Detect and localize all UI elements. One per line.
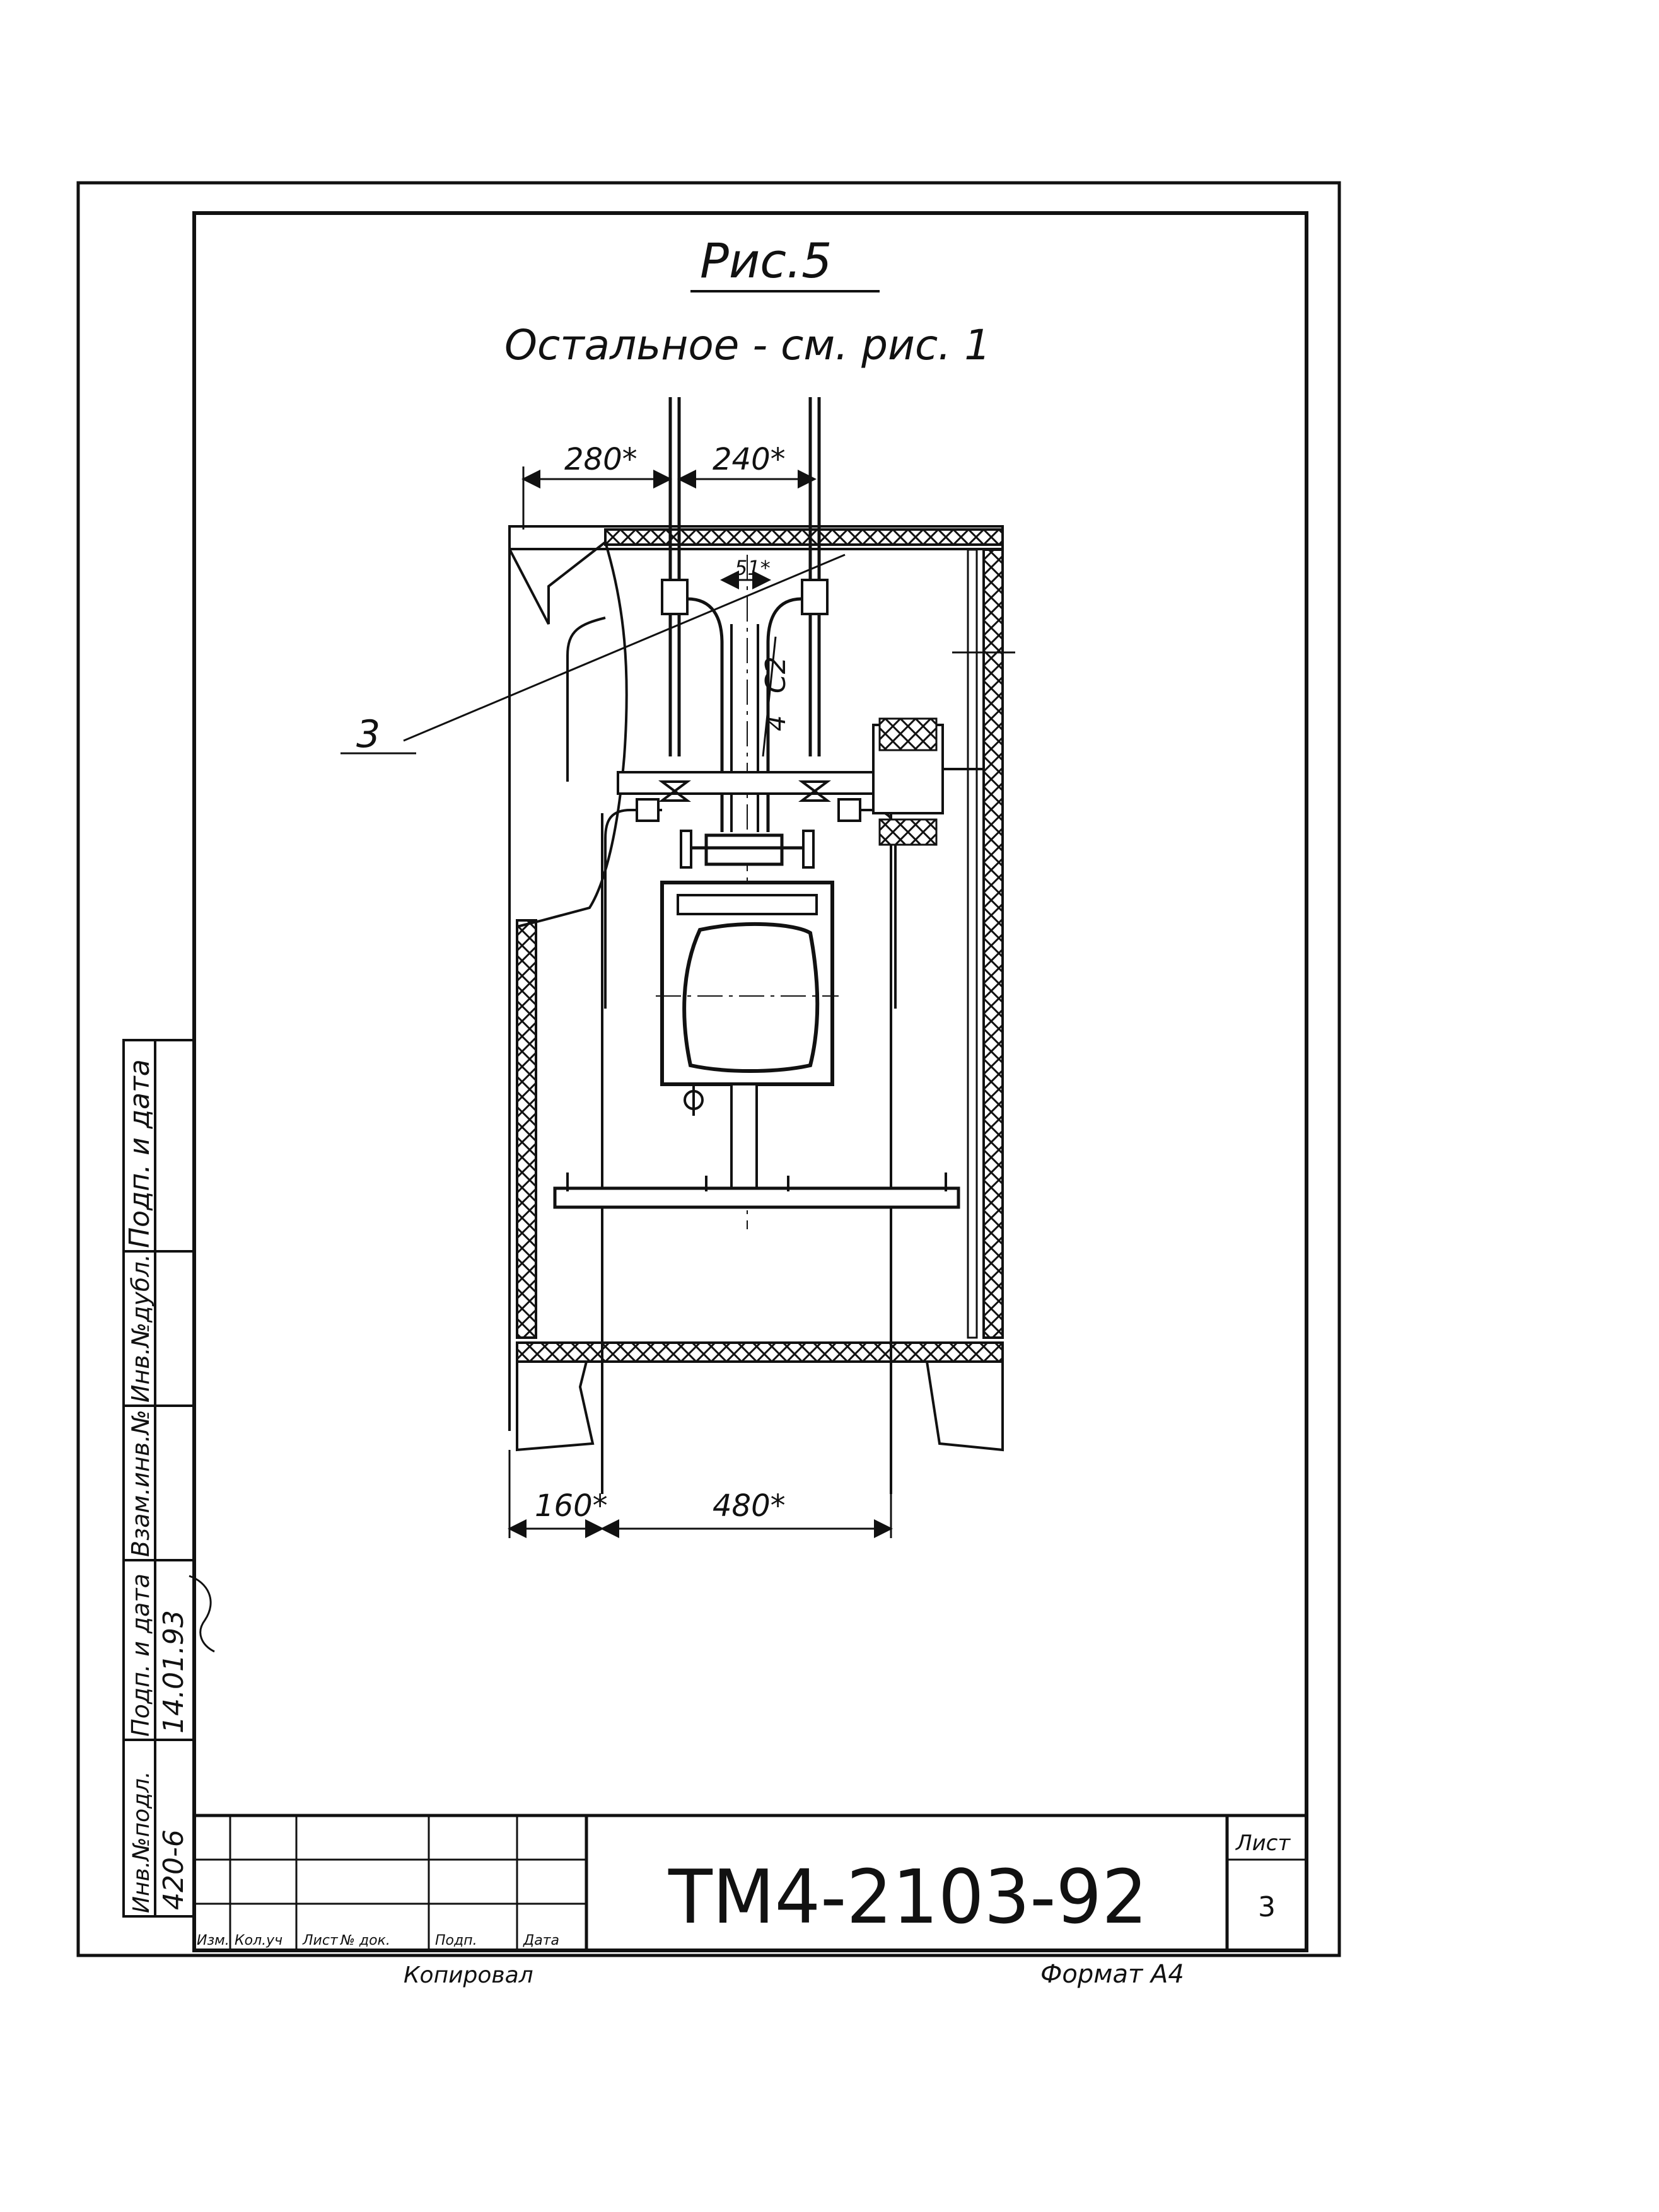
callout-label: 3 xyxy=(356,712,380,756)
copied-label: Копировал xyxy=(404,1962,533,1988)
dim-top-right-text: 240* xyxy=(713,442,786,477)
dim-top-left-text: 280* xyxy=(564,442,637,477)
side-stamp-value-date: 14.01.93 xyxy=(158,1610,190,1734)
cabinet-bottom-panel xyxy=(516,1341,1004,1363)
instrument xyxy=(553,881,960,1209)
flange-block xyxy=(704,833,784,866)
figure-title: Рис.5 xyxy=(700,233,832,289)
title-block-label-change: Изм. xyxy=(197,1933,230,1949)
side-stamp-label-2: Инв.№дубл. xyxy=(127,1254,154,1403)
cabinet-leg-left xyxy=(516,1361,595,1452)
cabinet-right-inner xyxy=(967,548,978,1339)
pipe-bend-left xyxy=(687,597,724,832)
side-stamp: Подп. и дата Инв.№дубл. Взам.инв.№ Подп.… xyxy=(122,1039,215,1918)
format-label: Формат А4 xyxy=(1040,1960,1184,1989)
flange-left xyxy=(680,830,692,869)
side-stamp-label-3: Взам.инв.№ xyxy=(127,1410,154,1557)
document-code: ТМ4-2103-92 xyxy=(668,1853,1148,1940)
support-beam xyxy=(553,1186,960,1209)
title-block-label-count: Кол.уч xyxy=(235,1933,282,1949)
flange-right xyxy=(802,830,815,869)
instrument-top-plate xyxy=(677,894,818,915)
signature-mark xyxy=(189,1575,215,1653)
cabinet-leg-right xyxy=(926,1361,1004,1452)
cabinet-top-panel xyxy=(604,528,1004,546)
side-stamp-frame xyxy=(122,1039,195,1918)
outer-frame xyxy=(76,181,1341,1957)
cabinet-door-handle xyxy=(566,617,606,782)
dim-bottom-left-text: 160* xyxy=(535,1488,608,1524)
figure-note: Остальное - см. рис. 1 xyxy=(504,321,991,369)
pipe-label-c2: C2 xyxy=(760,656,792,693)
pipe-left-return xyxy=(604,809,662,1009)
valve-right xyxy=(798,780,831,802)
title-block: Изм. Кол.уч Лист № док. Подп. Дата ТМ4-2… xyxy=(194,1814,1307,1989)
dim-bottom-right-text: 480* xyxy=(713,1488,786,1524)
side-stamp-label-4: Подп. и дата xyxy=(127,1573,154,1737)
valve-left xyxy=(658,780,691,802)
pipe-label-leader xyxy=(762,636,777,757)
pipe-bend-right xyxy=(766,597,803,832)
piping: C2 4 xyxy=(604,397,984,1009)
dimensions: 280* 240* 51* 160* 480* xyxy=(508,442,893,1538)
title-block-label-sheet: Лист xyxy=(302,1933,339,1949)
sheet-number: 3 xyxy=(1258,1891,1276,1923)
cabinet-left-wall xyxy=(516,919,537,1339)
side-stamp-label-1: Подп. и дата xyxy=(124,1059,156,1248)
tee-right xyxy=(801,579,829,615)
cabinet-top-outline xyxy=(508,525,1004,550)
cabinet-right-wall xyxy=(982,548,1004,1339)
sheet-label: Лист xyxy=(1235,1831,1291,1856)
callout-3: 3 xyxy=(341,553,846,756)
side-stamp-value-inv: 420-6 xyxy=(158,1829,190,1910)
instrument-stand xyxy=(730,1083,758,1193)
callout-leader xyxy=(403,553,846,742)
small-valve-left xyxy=(636,798,660,822)
title-block-label-sign: Подп. xyxy=(435,1933,477,1949)
manifold xyxy=(617,771,884,795)
instrument-dial xyxy=(682,922,820,1073)
title-block-label-date: Дата xyxy=(523,1933,559,1949)
title-block-label-docno: № док. xyxy=(340,1933,390,1949)
tee-left xyxy=(661,579,689,615)
small-valve-right xyxy=(837,798,861,822)
side-stamp-label-5: Инв.№подл. xyxy=(129,1771,154,1913)
filter-bottom xyxy=(878,818,938,846)
dim-inner-text: 51* xyxy=(735,556,771,580)
instrument-case xyxy=(660,881,834,1086)
filter-top xyxy=(878,717,938,751)
